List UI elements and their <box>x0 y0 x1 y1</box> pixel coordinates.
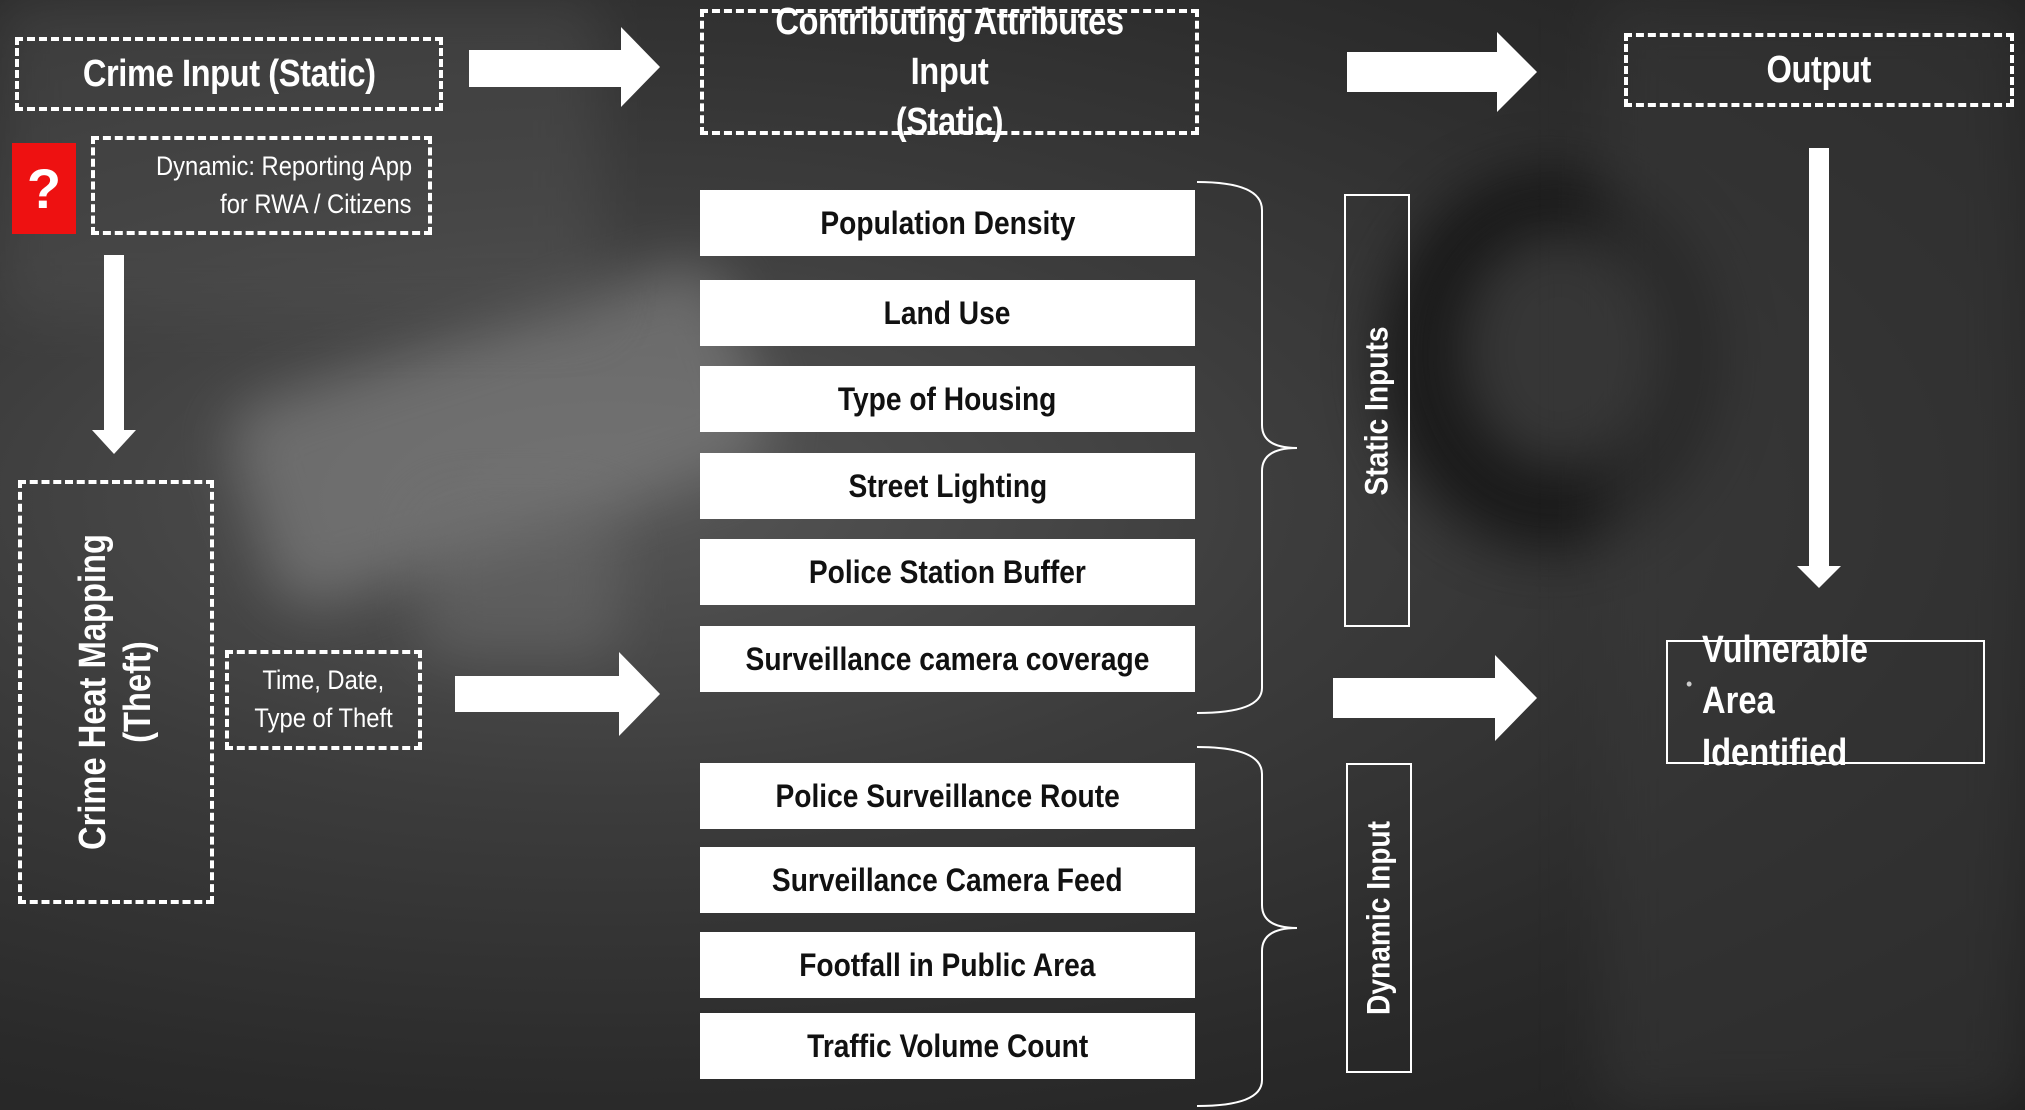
time-date-line1: Time, Date, <box>262 665 385 696</box>
arrow-right-middle-right <box>1333 655 1537 741</box>
time-date-box: Time, Date, Type of Theft <box>225 650 422 750</box>
dynamic-reporting-line2: for RWA / Citizens <box>220 188 412 219</box>
attribute-surveillance-camera-feed: Surveillance Camera Feed <box>700 847 1195 913</box>
contributing-line2: (Static) <box>895 101 1004 144</box>
dynamic-reporting-box: Dynamic: Reporting App for RWA / Citizen… <box>91 136 432 235</box>
static-inputs-box: Static Inputs <box>1344 194 1410 627</box>
arrow-down-right <box>1797 148 1841 588</box>
attribute-surveillance-camera-coverage: Surveillance camera coverage <box>700 626 1195 692</box>
arrow-right-middle-left <box>455 652 660 736</box>
attribute-police-surveillance-route: Police Surveillance Route <box>700 763 1195 829</box>
contributing-line1: Contributing Attributes Input <box>775 0 1124 93</box>
output-box: Output <box>1624 33 2014 107</box>
attribute-traffic-volume-count: Traffic Volume Count <box>700 1013 1195 1079</box>
result-box: • Vulnerable Area Identified <box>1666 629 1985 774</box>
output-title: Output <box>1766 48 1872 91</box>
attribute-population-density: Population Density <box>700 190 1195 256</box>
brace-dynamic <box>1196 746 1298 1107</box>
contributing-attributes-box: Contributing Attributes Input (Static) <box>700 1 1199 143</box>
crime-input-title: Crime Input (Static) <box>82 52 376 95</box>
brace-static <box>1196 181 1298 714</box>
attribute-police-station-buffer: Police Station Buffer <box>700 539 1195 605</box>
heat-mapping-box: Crime Heat Mapping (Theft) <box>18 480 214 904</box>
result-line1: Vulnerable Area <box>1702 629 1869 723</box>
crime-input-box: Crime Input (Static) <box>15 37 443 111</box>
arrow-right-top-right <box>1347 32 1537 112</box>
attribute-footfall-public-area: Footfall in Public Area <box>700 932 1195 998</box>
time-date-line2: Type of Theft <box>254 703 393 733</box>
result-bullet: • <box>1686 674 1693 694</box>
attribute-type-of-housing: Type of Housing <box>700 366 1195 432</box>
result-line2: Identified <box>1702 731 1848 774</box>
arrow-right-top-left <box>469 27 660 107</box>
question-icon: ? <box>12 143 76 234</box>
attribute-street-lighting: Street Lighting <box>700 453 1195 519</box>
arrow-down-left <box>92 255 136 454</box>
dynamic-input-box: Dynamic Input <box>1346 763 1412 1073</box>
attribute-land-use: Land Use <box>700 280 1195 346</box>
dynamic-reporting-line1: Dynamic: Reporting App <box>155 150 412 181</box>
